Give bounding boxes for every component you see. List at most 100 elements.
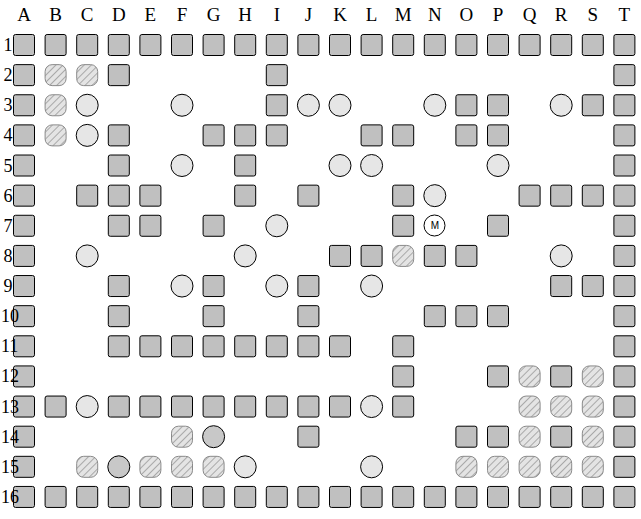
hatched-tile	[172, 456, 193, 477]
wall-block	[140, 396, 161, 417]
wall-block	[424, 245, 445, 266]
marker-shape	[424, 215, 445, 236]
circle-piece	[76, 245, 98, 267]
column-label: T	[619, 5, 631, 24]
wall-block	[14, 215, 35, 236]
hatched-tile	[77, 65, 98, 86]
wall-block	[45, 396, 66, 417]
wall-block	[614, 35, 635, 56]
wall-block	[203, 35, 224, 56]
wall-block	[77, 35, 98, 56]
wall-block	[330, 336, 351, 357]
wall-block	[235, 486, 256, 507]
wall-block	[393, 366, 414, 387]
wall-block	[298, 185, 319, 206]
wall-block	[298, 396, 319, 417]
column-label: C	[81, 5, 94, 24]
wall-block	[519, 35, 540, 56]
circle-piece	[297, 94, 319, 116]
wall-block	[14, 125, 35, 146]
wall-block	[330, 35, 351, 56]
circle-piece	[203, 426, 225, 448]
wall-block	[582, 35, 603, 56]
wall-block	[203, 336, 224, 357]
wall-block	[108, 155, 129, 176]
wall-block	[456, 35, 477, 56]
hatched-tile	[551, 456, 572, 477]
wall-block	[298, 306, 319, 327]
wall-block	[393, 185, 414, 206]
wall-block	[393, 125, 414, 146]
row-label: 16	[1, 488, 19, 506]
wall-block	[108, 336, 129, 357]
marker-circle: M	[423, 214, 446, 237]
hatched-tile	[582, 426, 603, 447]
column-label: L	[366, 5, 378, 24]
column-label: H	[238, 5, 252, 24]
hatched-tile	[582, 456, 603, 477]
row-label: 11	[1, 337, 18, 355]
hatched-tile	[45, 95, 66, 116]
hatched-tile	[77, 456, 98, 477]
wall-block	[266, 65, 287, 86]
wall-block	[14, 185, 35, 206]
row-label: 5	[4, 157, 13, 175]
wall-block	[14, 65, 35, 86]
wall-block	[14, 276, 35, 297]
row-label: 6	[4, 187, 13, 205]
wall-block	[424, 486, 445, 507]
column-label: G	[207, 5, 221, 24]
wall-block	[108, 276, 129, 297]
wall-block	[14, 155, 35, 176]
wall-block	[140, 336, 161, 357]
wall-block	[488, 95, 509, 116]
column-label: N	[428, 5, 442, 24]
wall-block	[393, 215, 414, 236]
wall-block	[203, 125, 224, 146]
row-label: 13	[1, 398, 19, 416]
wall-block	[361, 486, 382, 507]
wall-block	[488, 486, 509, 507]
wall-block	[456, 486, 477, 507]
wall-block	[235, 336, 256, 357]
wall-block	[108, 65, 129, 86]
wall-block	[488, 35, 509, 56]
wall-block	[519, 486, 540, 507]
wall-block	[393, 396, 414, 417]
wall-block	[140, 35, 161, 56]
wall-block	[203, 276, 224, 297]
wall-block	[108, 396, 129, 417]
circle-piece	[424, 94, 446, 116]
column-label: P	[493, 5, 504, 24]
circle-piece	[108, 456, 130, 478]
wall-block	[424, 35, 445, 56]
column-label: M	[395, 5, 412, 24]
wall-block	[235, 185, 256, 206]
wall-block	[266, 486, 287, 507]
row-label: 1	[4, 36, 13, 54]
circle-piece	[234, 245, 256, 267]
row-label: 8	[4, 247, 13, 265]
wall-block	[551, 486, 572, 507]
wall-block	[361, 125, 382, 146]
wall-block	[14, 245, 35, 266]
wall-block	[614, 306, 635, 327]
wall-block	[456, 125, 477, 146]
circle-piece	[361, 155, 383, 177]
wall-block	[456, 306, 477, 327]
circle-piece	[171, 94, 193, 116]
wall-block	[614, 245, 635, 266]
wall-block	[551, 366, 572, 387]
wall-block	[203, 396, 224, 417]
hatched-tile	[172, 426, 193, 447]
wall-block	[108, 486, 129, 507]
wall-block	[235, 35, 256, 56]
hatched-tile	[519, 366, 540, 387]
circle-piece	[76, 124, 98, 146]
wall-block	[614, 95, 635, 116]
wall-block	[614, 65, 635, 86]
column-label: Q	[523, 5, 537, 24]
wall-block	[298, 276, 319, 297]
wall-block	[203, 486, 224, 507]
wall-block	[235, 125, 256, 146]
